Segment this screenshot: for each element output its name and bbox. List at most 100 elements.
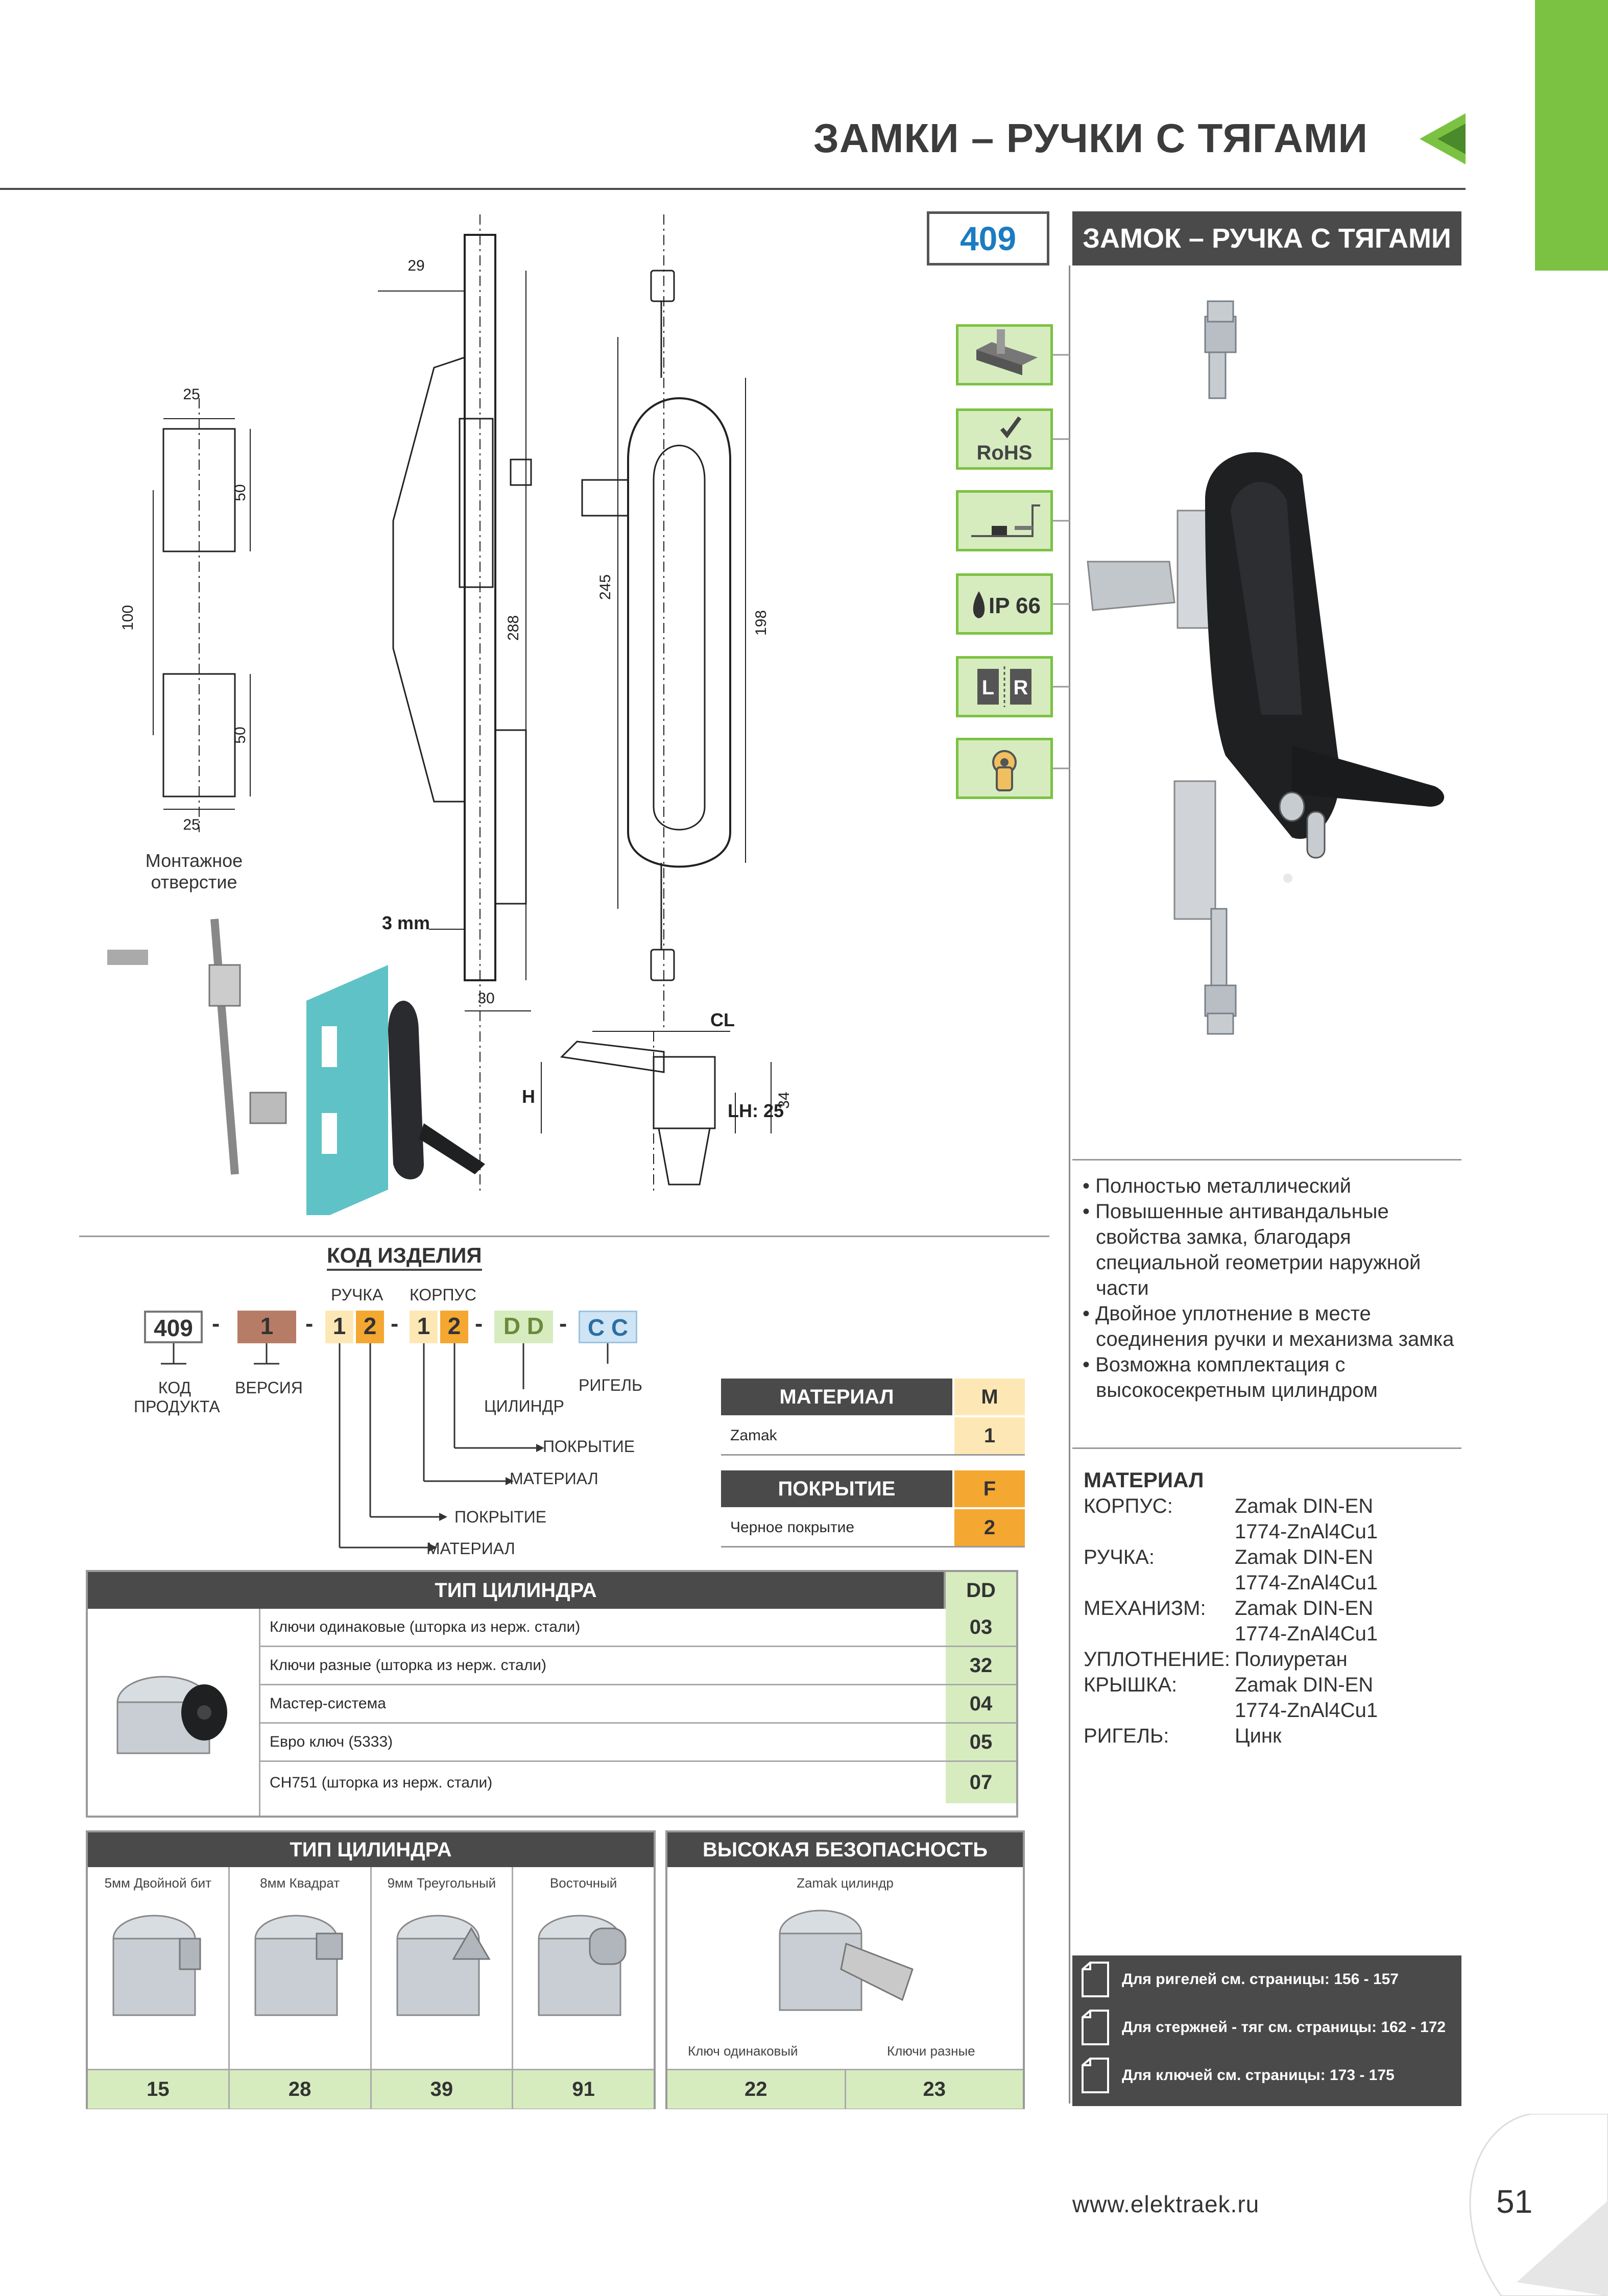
- high-security-cylinder-image: [779, 1910, 914, 2011]
- svg-text:H: H: [522, 1086, 535, 1107]
- handle-label: РУЧКА: [331, 1286, 383, 1304]
- handle-material-label: МАТЕРИАЛ: [426, 1539, 515, 1558]
- cylinder-type-code: 15: [88, 2070, 230, 2109]
- body-label: КОРПУС: [410, 1286, 476, 1304]
- svg-text:LH: 25: LH: 25: [728, 1100, 784, 1121]
- body-coating-label: ПОКРЫТИЕ: [543, 1437, 635, 1456]
- cylinder-type-code: 39: [371, 2070, 514, 2109]
- feature-item: • Двойное уплотнение в месте соединения …: [1083, 1302, 1454, 1350]
- cylinder-oriental-image: [538, 1915, 627, 2016]
- left-right-icon: L R: [977, 666, 1031, 707]
- code-box-handle-material: 1: [325, 1311, 353, 1343]
- svg-text:288: 288: [505, 615, 522, 641]
- rohs-icon: RoHS: [977, 416, 1033, 464]
- feature-item: • Полностью металлический: [1083, 1175, 1352, 1197]
- material-row: РИГЕЛЬ:Цинк: [1084, 1725, 1282, 1747]
- reference-bolts: Для ригелей см. страницы: 156 - 157: [1072, 1955, 1461, 2003]
- profile-rod-icon: [976, 329, 1038, 375]
- footer-url: www.elektraek.ru: [1072, 2191, 1260, 2217]
- page-curl: [1469, 2114, 1608, 2296]
- cylinder-type-cell: 8мм Квадрат: [230, 1867, 372, 2069]
- svg-text:3 mm: 3 mm: [382, 912, 430, 933]
- cylinder-types-table: ТИП ЦИЛИНДРА 5мм Двойной бит 8мм Квадрат…: [86, 1830, 656, 2109]
- icon-leader-lines: [1053, 354, 1070, 769]
- svg-text:25: 25: [183, 386, 200, 403]
- bolt-label: РИГЕЛЬ: [579, 1376, 643, 1394]
- version-label: ВЕРСИЯ: [235, 1379, 303, 1397]
- page-title: ЗАМКИ – РУЧКИ С ТЯГАМИ: [813, 115, 1368, 161]
- ip66-icon: IP 66: [973, 591, 1041, 618]
- green-corner-tab: [1535, 0, 1608, 271]
- cylinder-label: ЦИЛИНДР: [484, 1397, 564, 1415]
- icon-rohs: RoHS: [956, 408, 1053, 470]
- svg-text:30: 30: [477, 990, 494, 1007]
- green-arrow-icon: [1420, 113, 1466, 164]
- code-box-product: 409: [144, 1311, 203, 1343]
- page-number: 51: [1496, 2183, 1533, 2220]
- icon-profile-rod: [956, 324, 1053, 385]
- materials-title: МАТЕРИАЛ: [1084, 1468, 1204, 1492]
- cylinder-code-table: ТИП ЦИЛИНДРА DD Ключи одинаковые (шторка…: [86, 1570, 1018, 1818]
- code-leader-lines: [161, 1343, 609, 1552]
- materials-divider: [1072, 1447, 1461, 1449]
- code-box-version: 1: [237, 1311, 296, 1343]
- svg-text:CL: CL: [710, 1009, 735, 1030]
- page-references: Для ригелей см. страницы: 156 - 157 Для …: [1072, 1955, 1461, 2106]
- assembly-illustration: [107, 919, 485, 1215]
- coating-table: ПОКРЫТИЕ F Черное покрытие 2: [721, 1470, 1025, 1548]
- high-security-table: ВЫСОКАЯ БЕЗОПАСНОСТЬ Zamak цилиндр Ключ …: [665, 1830, 1025, 2109]
- cylinder-row: Евро ключ (5333)05: [260, 1722, 1016, 1760]
- cylinder-triangle-image: [396, 1915, 491, 2016]
- high-security-code: 22: [667, 2070, 846, 2109]
- svg-text:RoHS: RoHS: [977, 442, 1033, 464]
- cylinder-square-image: [254, 1915, 343, 2016]
- cylinder-type-cell: 5мм Двойной бит: [88, 1867, 230, 2069]
- cylinder-row: CH751 (шторка из нерж. стали)07: [260, 1760, 1016, 1803]
- svg-text:50: 50: [232, 727, 249, 743]
- svg-text:34: 34: [776, 1092, 793, 1108]
- svg-text:50: 50: [232, 484, 249, 501]
- icon-ip66: IP 66: [956, 573, 1053, 635]
- cylinder-type-code: 91: [513, 2070, 654, 2109]
- code-dash: -: [391, 1310, 399, 1337]
- material-row: УПЛОТНЕНИЕ:Полиуретан: [1084, 1648, 1348, 1671]
- material-table: МАТЕРИАЛ M Zamak 1: [721, 1379, 1025, 1456]
- features-divider: [1072, 1159, 1461, 1161]
- body-material-label: МАТЕРИАЛ: [510, 1469, 598, 1488]
- column-divider: [1069, 265, 1070, 2104]
- cylinder-row: Ключи одинаковые (шторка из нерж. стали)…: [260, 1609, 1016, 1646]
- title-rule: [0, 188, 1466, 190]
- ordering-code-title: КОД ИЗДЕЛИЯ: [327, 1243, 482, 1271]
- code-box-bolt: C C: [579, 1311, 637, 1343]
- technical-drawings: 25 50 100 50 25 29 3 mm 30 43 288 245 19…: [119, 214, 793, 1195]
- feature-list: • Полностью металлический • Повышенные а…: [1083, 1173, 1460, 1403]
- mounting-profile-icon: [971, 504, 1040, 537]
- code-box-cylinder: D D: [494, 1311, 553, 1343]
- product-name-bar: ЗАМОК – РУЧКА С ТЯГАМИ: [1072, 211, 1461, 265]
- document-icon: [1082, 2058, 1109, 2093]
- svg-text:198: 198: [753, 610, 770, 636]
- svg-text:L: L: [982, 676, 994, 699]
- code-dash: -: [212, 1310, 220, 1337]
- ordering-divider: [79, 1236, 1049, 1237]
- code-dash: -: [305, 1310, 314, 1337]
- cylinder-double-bit-image: [112, 1915, 201, 2016]
- cylinder-photo: [88, 1609, 260, 1816]
- feature-item: • Повышенные антивандальные свойства зам…: [1083, 1200, 1421, 1299]
- cylinder-row: Ключи разные (шторка из нерж. стали)32: [260, 1646, 1016, 1684]
- svg-text:29: 29: [407, 257, 424, 274]
- product-photo: [1087, 300, 1445, 1035]
- svg-text:IP 66: IP 66: [989, 593, 1041, 618]
- code-box-body-material: 1: [410, 1311, 438, 1343]
- mounting-hole-label: Монтажное отверстие: [145, 850, 243, 892]
- icon-left-right: L R: [956, 656, 1053, 717]
- code-box-body-coating: 2: [440, 1311, 468, 1343]
- code-dash: -: [559, 1310, 567, 1337]
- icon-cylinder: [956, 738, 1053, 799]
